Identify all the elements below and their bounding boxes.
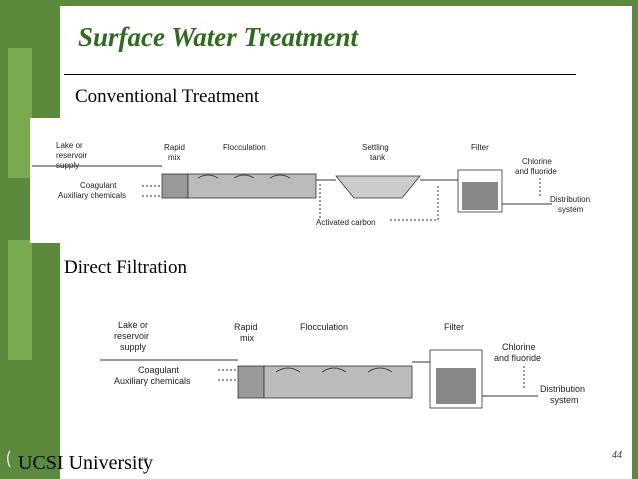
right-border: [632, 0, 638, 479]
label-rapid-mix: mix: [168, 153, 180, 162]
label-filter: Filter: [471, 143, 489, 152]
label-input: supply: [120, 342, 147, 352]
label-output: Distribution: [540, 384, 585, 394]
label-settling: Settling: [362, 143, 389, 152]
label-settling: tank: [370, 153, 386, 162]
label-output: Distribution: [550, 195, 590, 204]
label-rapid-mix: Rapid: [164, 143, 185, 152]
ucsi-logo-text: UCSI University: [18, 452, 153, 474]
label-output: system: [558, 205, 584, 214]
page-number: 44: [612, 450, 622, 461]
section-heading-direct: Direct Filtration: [64, 257, 187, 278]
ucsi-logo-icon: [5, 447, 15, 471]
top-border: [60, 0, 638, 6]
title-divider: [64, 74, 576, 75]
diagram-direct: Lake or reservoir supply Coagulant Auxil…: [100, 320, 585, 409]
label-rapid-mix: mix: [240, 333, 254, 343]
label-input: reservoir: [114, 331, 149, 341]
label-chemical: Coagulant: [80, 181, 117, 190]
label-input: Lake or: [118, 320, 148, 330]
diagram-conventional: Lake or reservoir supply Coagulant Auxil…: [30, 118, 600, 243]
label-chemical: Coagulant: [138, 365, 180, 375]
label-flocculation: Flocculation: [300, 322, 348, 332]
label-rapid-mix: Rapid: [234, 322, 258, 332]
label-chemical: Auxiliary chemicals: [58, 191, 126, 200]
label-input: Lake or: [56, 141, 83, 150]
label-filter: Filter: [444, 322, 464, 332]
label-input: reservoir: [56, 151, 87, 160]
label-disinfect: Chlorine: [502, 342, 536, 352]
label-disinfect: Chlorine: [522, 157, 552, 166]
strip-accent: [8, 240, 32, 360]
trademark: ™: [141, 456, 148, 464]
section-heading-conventional: Conventional Treatment: [75, 86, 260, 107]
label-chemical: Auxiliary chemicals: [114, 376, 191, 386]
slide-title: Surface Water Treatment: [78, 22, 358, 52]
label-flocculation: Flocculation: [223, 143, 266, 152]
label-disinfect: and fluoride: [494, 353, 541, 363]
label-disinfect: and fluoride: [515, 167, 557, 176]
label-activated-carbon: Activated carbon: [316, 218, 376, 227]
label-output: system: [550, 395, 579, 405]
strip-accent: [8, 48, 32, 178]
